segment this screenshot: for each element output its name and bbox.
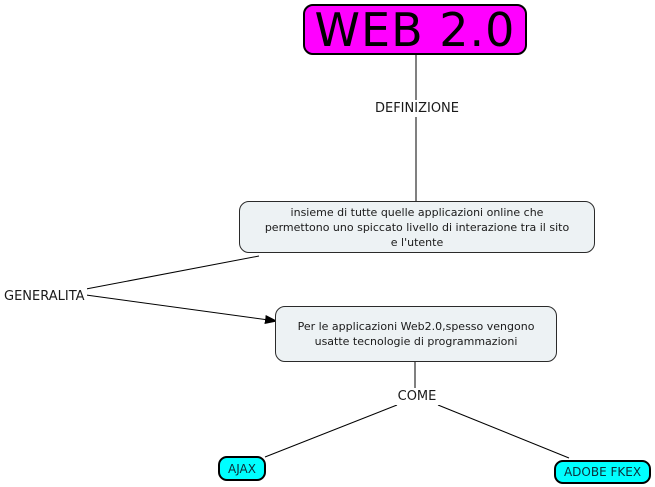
edge-come-to-ajax [264, 404, 398, 458]
node-web20[interactable]: WEB 2.0 [303, 3, 527, 57]
node-adobe-flex[interactable]: ADOBE FKEX [554, 460, 651, 484]
node-ajax[interactable]: AJAX [218, 456, 266, 481]
edge-generalita-to-definition [85, 255, 260, 290]
link-label-definizione[interactable]: DEFINIZIONE [370, 100, 464, 117]
node-definition[interactable]: insieme di tutte quelle applicazioni onl… [239, 201, 595, 253]
edge-come-to-adobe-flex [437, 404, 570, 459]
node-technologies[interactable]: Per le applicazioni Web2.0,spesso vengon… [275, 306, 557, 362]
edge-generalita-to-technologies [85, 294, 278, 324]
link-label-come[interactable]: COME [392, 388, 442, 405]
link-label-generalita[interactable]: GENERALITA [2, 288, 87, 305]
